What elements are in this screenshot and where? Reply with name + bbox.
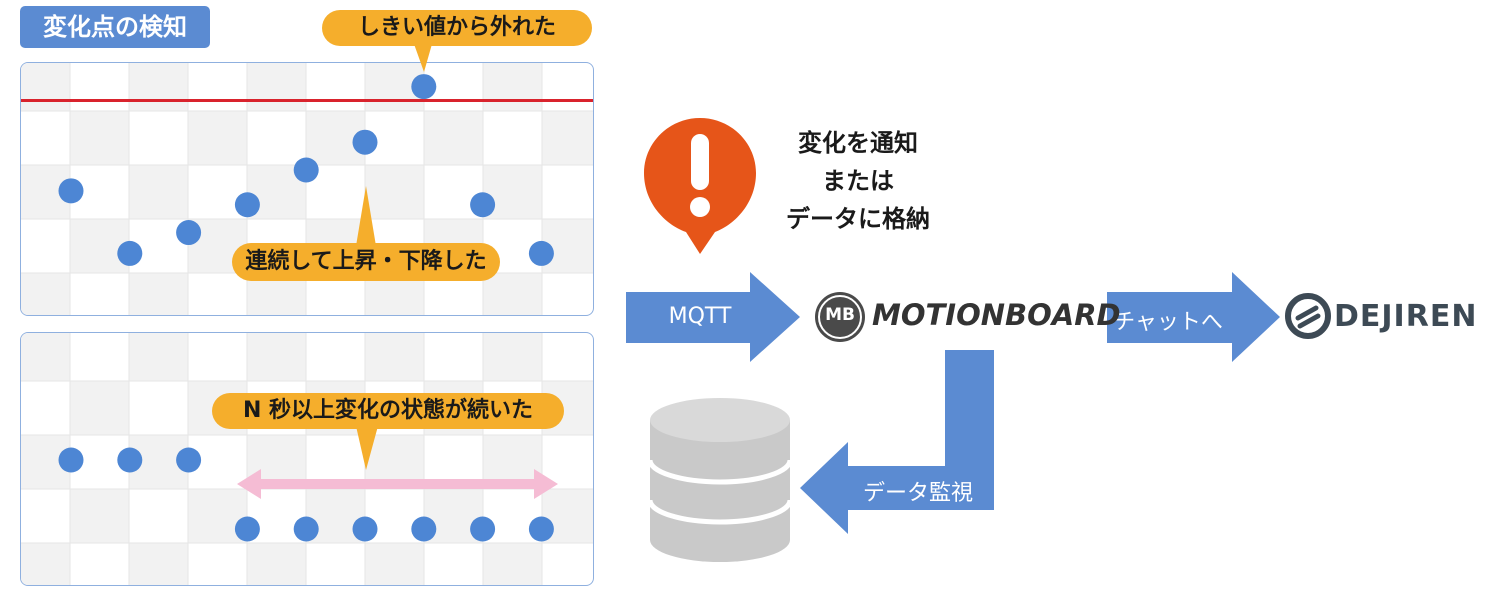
grid-cell xyxy=(247,333,306,381)
grid-cell xyxy=(129,165,188,219)
grid-cell xyxy=(542,111,593,165)
motionboard-badge-text: MB xyxy=(825,305,855,325)
duration-callout: N 秒以上変化の状態が続いた xyxy=(212,393,564,429)
threshold-callout: しきい値から外れた xyxy=(322,10,592,46)
grid-cell xyxy=(129,63,188,111)
trend-callout-text: 連続して上昇・下降した xyxy=(245,249,487,274)
trend-callout: 連続して上昇・下降した xyxy=(232,243,500,281)
notify-text: 変化を通知 または データに格納 xyxy=(758,124,958,238)
grid-cell xyxy=(483,273,542,315)
threshold-callout-text: しきい値から外れた xyxy=(357,15,556,40)
trend-callout-tail xyxy=(356,186,376,246)
data-point xyxy=(58,447,84,473)
grid-cell xyxy=(365,333,424,381)
duration-chart-panel xyxy=(20,332,594,586)
grid-cell xyxy=(21,273,70,315)
database-icon xyxy=(647,398,793,562)
data-point xyxy=(117,447,143,473)
data-point xyxy=(293,157,319,183)
grid-cell xyxy=(129,273,188,315)
duration-chart xyxy=(21,333,593,585)
chat-label: チャットへ xyxy=(1113,310,1223,335)
grid-cell xyxy=(21,333,70,381)
callout-tails xyxy=(356,44,432,470)
grid-cell xyxy=(21,63,70,111)
data-point xyxy=(176,447,202,473)
grid-cell xyxy=(365,165,424,219)
motionboard-badge xyxy=(815,292,865,342)
notify-line-3: データに格納 xyxy=(786,205,930,233)
range-arrow-right xyxy=(534,469,558,499)
grid-cell xyxy=(188,111,247,165)
grid-cell xyxy=(424,111,483,165)
grid-cell xyxy=(70,381,129,435)
data-point xyxy=(176,220,202,246)
duration-callout-text: N 秒以上変化の状態が続いた xyxy=(242,398,534,423)
range-bar xyxy=(257,479,547,489)
alert-icon xyxy=(644,118,756,254)
threshold-chart xyxy=(21,63,593,315)
grid-cell xyxy=(483,63,542,111)
notify-line-1: 変化を通知 xyxy=(798,129,918,157)
threshold-callout-tail xyxy=(414,44,432,72)
grid-cell xyxy=(70,111,129,165)
notify-line-2: または xyxy=(822,167,894,195)
grid-cell xyxy=(365,543,424,585)
data-point xyxy=(470,516,496,542)
data-point xyxy=(58,178,84,204)
data-point xyxy=(528,240,554,266)
grid-cell xyxy=(70,219,129,273)
range-arrow-left xyxy=(237,469,261,499)
data-point xyxy=(234,192,260,218)
grid-cell xyxy=(247,543,306,585)
dejiren-logo: DEJIREN xyxy=(1334,299,1478,334)
data-point xyxy=(352,129,378,155)
grid-cell xyxy=(483,543,542,585)
flow-graphic xyxy=(626,118,1331,562)
data-point xyxy=(411,74,437,100)
data-point xyxy=(234,516,260,542)
grid-cell xyxy=(129,543,188,585)
grid-cell xyxy=(247,63,306,111)
data-point xyxy=(117,240,143,266)
motionboard-logo: MOTIONBOARD xyxy=(872,298,1121,332)
data-point xyxy=(352,516,378,542)
monitor-arrow xyxy=(800,350,994,534)
mqtt-arrow xyxy=(626,272,800,362)
threshold-chart-panel xyxy=(20,62,594,316)
grid-cell xyxy=(70,489,129,543)
grid-cell xyxy=(21,543,70,585)
duration-callout-tail xyxy=(356,426,378,470)
data-point xyxy=(470,192,496,218)
monitor-label: データ監視 xyxy=(862,481,973,506)
grid-cell xyxy=(483,333,542,381)
data-point xyxy=(528,516,554,542)
data-point xyxy=(293,516,319,542)
dejiren-logo-icon xyxy=(1285,293,1331,339)
grid-cell xyxy=(129,333,188,381)
section-title: 変化点の検知 xyxy=(20,6,210,48)
chat-arrow xyxy=(1107,272,1280,362)
mqtt-label: MQTT xyxy=(668,304,732,329)
data-point xyxy=(411,516,437,542)
